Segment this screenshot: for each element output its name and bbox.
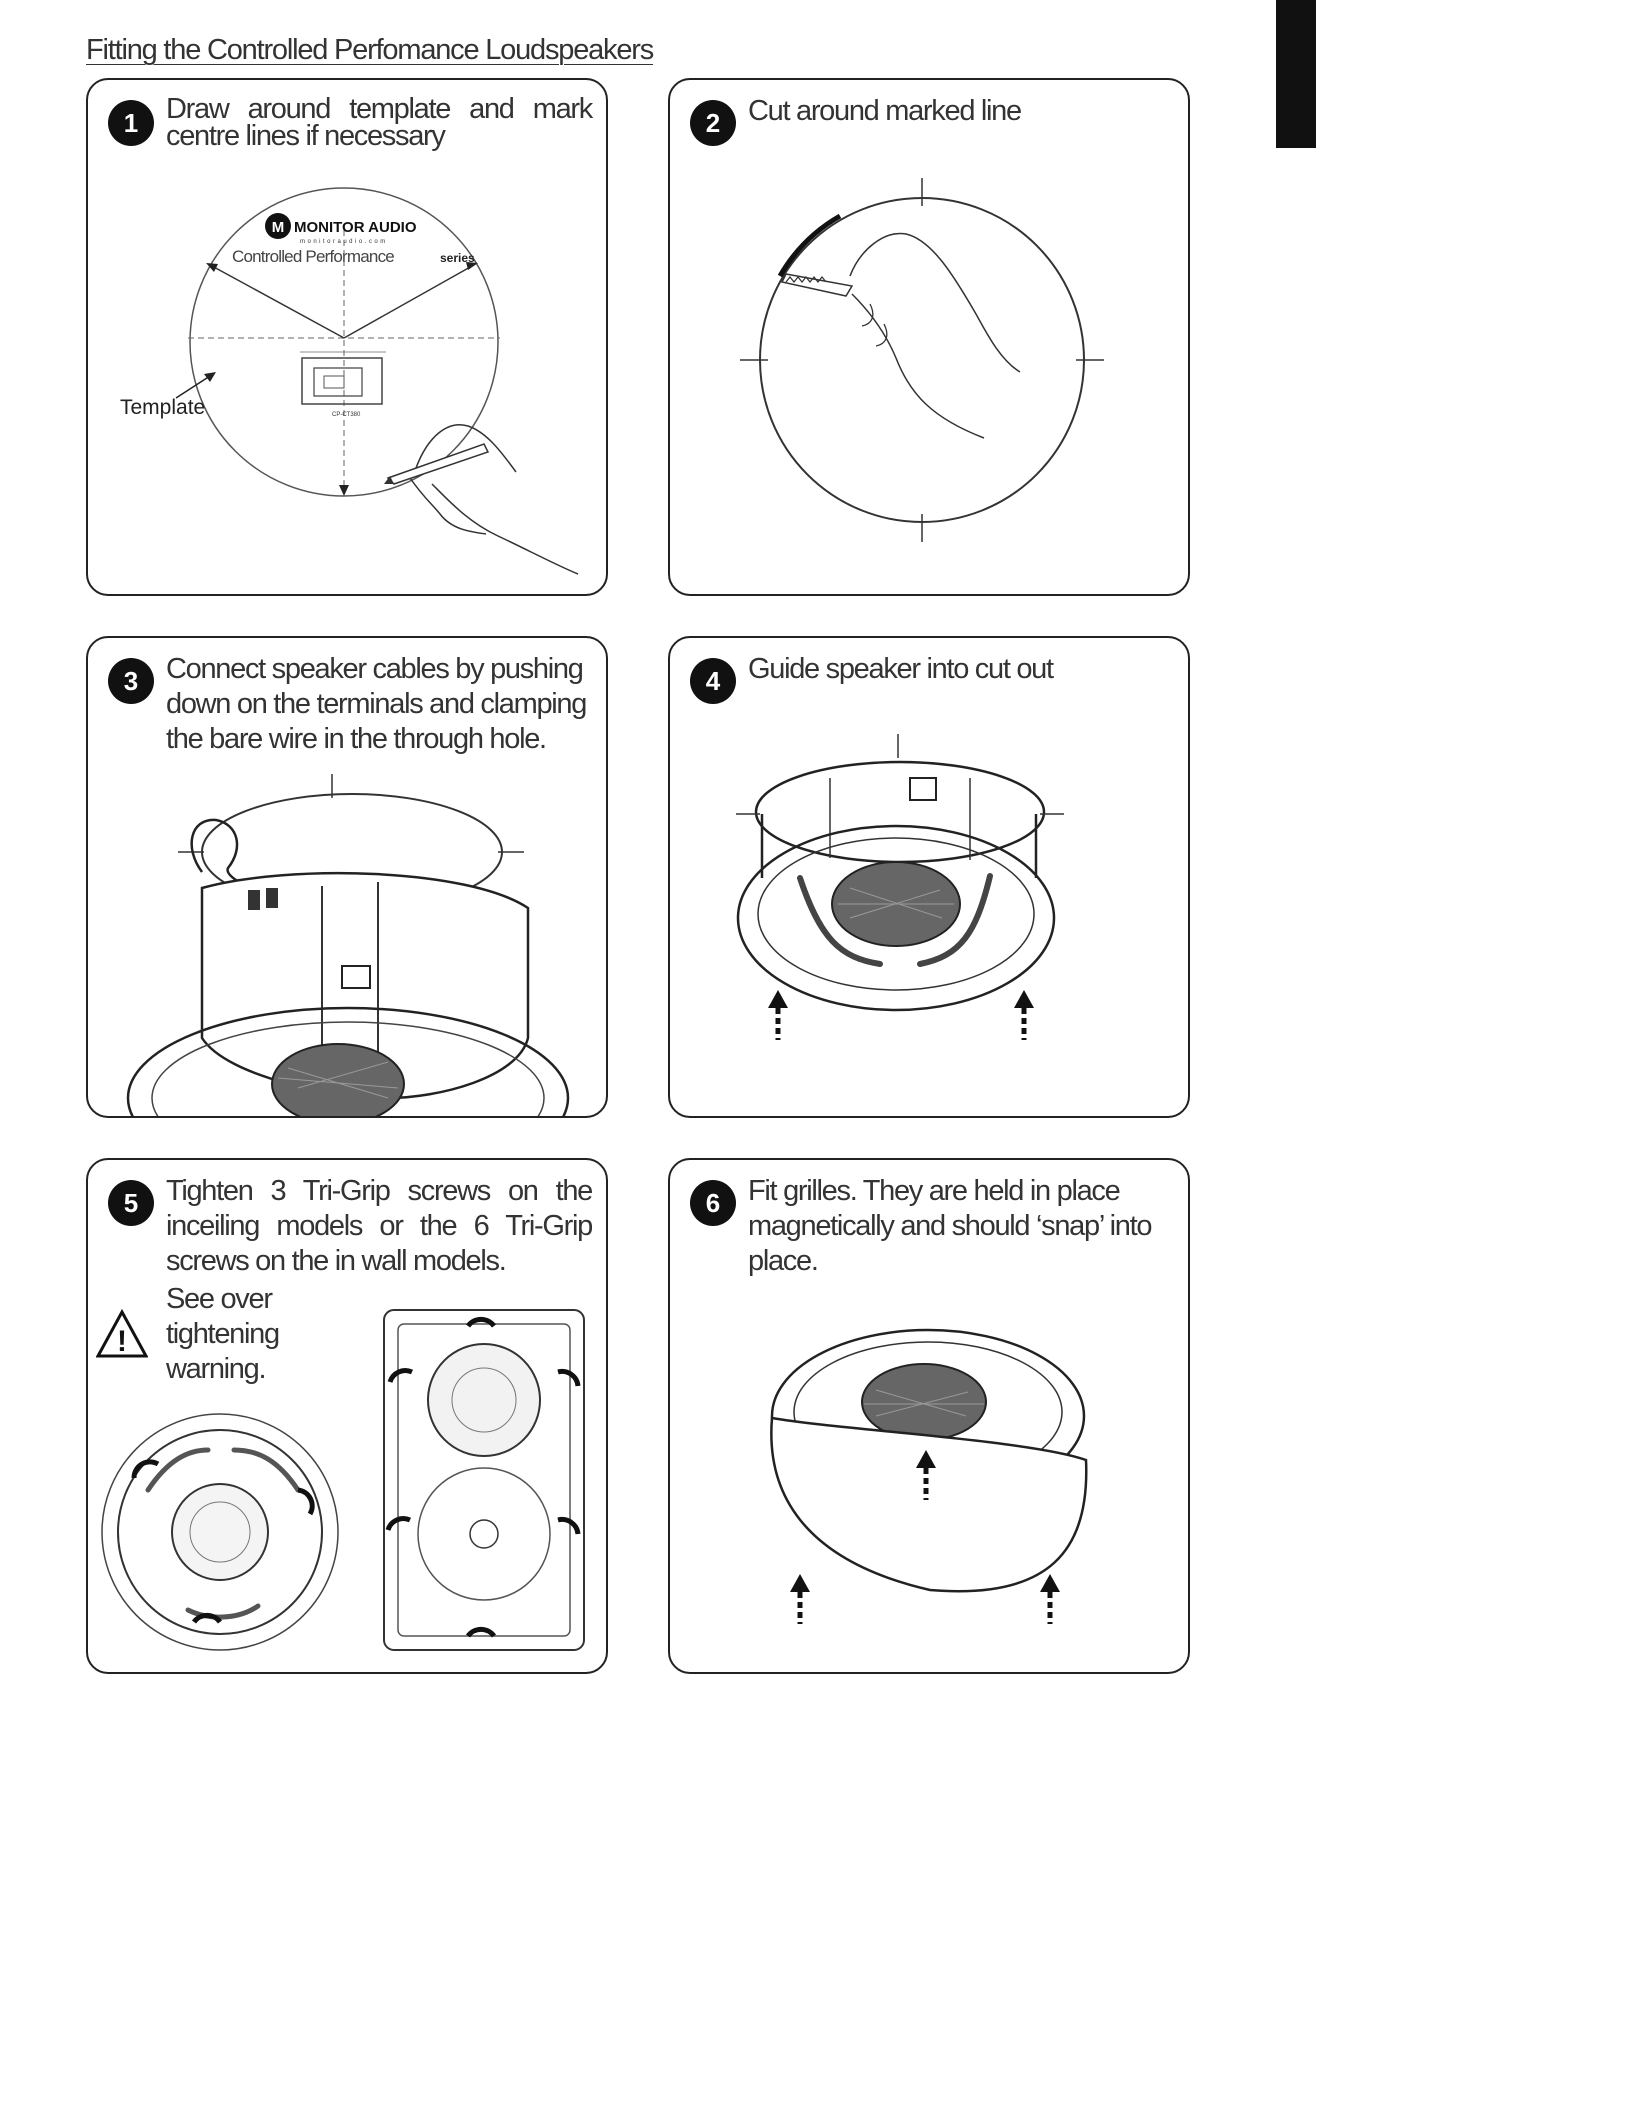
template-brand-url: monitoraudio.com: [300, 239, 388, 245]
step-6-panel: 6 Fit grilles. They are held in place ma…: [668, 1158, 1190, 1674]
step-5-panel: 5 Tighten 3 Tri-Grip screws on the incei…: [86, 1158, 608, 1674]
up-arrow-icon-left: [768, 990, 788, 1040]
up-arrow-icon-right: [1040, 1574, 1060, 1624]
template-brand: MONITOR AUDIO: [294, 219, 417, 236]
up-arrow-icon-center: [916, 1450, 936, 1500]
step-3-badge: 3: [108, 658, 154, 704]
svg-text:!: !: [117, 1325, 127, 1358]
step-3-panel: 3 Connect speaker cables by pushing down…: [86, 636, 608, 1118]
tri-grip-drawing: [101, 1309, 585, 1651]
page-title: Fitting the Controlled Perfomance Loudsp…: [86, 34, 654, 66]
warning-text: See over tightening warning.: [166, 1282, 316, 1387]
up-arrow-icon-left: [790, 1574, 810, 1624]
step-1-text-line2: centre lines if necessary: [166, 120, 446, 152]
section-tab: [1276, 0, 1316, 148]
warning-line-2: tightening: [166, 1318, 280, 1350]
step-6-badge: 6: [690, 1180, 736, 1226]
step-1-panel: 1 Draw around template and mark centre l…: [86, 78, 608, 596]
template-series-suffix: series: [440, 251, 475, 265]
step-4-panel: 4 Guide speaker into cut out: [668, 636, 1190, 1118]
cut-drawing: [740, 178, 1104, 542]
step-1-text: Draw around template and mark centre lin…: [166, 93, 593, 152]
step-2-badge: 2: [690, 100, 736, 146]
svg-text:M: M: [272, 219, 285, 236]
step-6-text: Fit grilles. They are held in place magn…: [748, 1175, 1153, 1277]
fit-grille-drawing: [770, 1328, 1088, 1624]
template-series: Controlled Performance: [232, 247, 394, 266]
step-5-text: Tighten 3 Tri-Grip screws on the inceili…: [166, 1175, 593, 1277]
warning-line-1: See over: [166, 1283, 273, 1315]
step-2-text: Cut around marked line: [748, 95, 1022, 127]
step-5-badge: 5: [108, 1180, 154, 1226]
template-model: CP-CT380: [332, 412, 361, 418]
step-1-text-line1: Draw around template and mark: [166, 93, 593, 125]
step-2-panel: 2 Cut around marked line: [668, 78, 1190, 596]
step-4-text: Guide speaker into cut out: [748, 653, 1054, 685]
warning-line-3: warning.: [166, 1353, 267, 1385]
cable-connect-drawing: [126, 774, 570, 1116]
warning-icon: !: [95, 1308, 149, 1360]
guide-speaker-drawing: [736, 734, 1064, 1040]
step-1-badge: 1: [108, 100, 154, 146]
step-4-badge: 4: [690, 658, 736, 704]
template-label: Template: [120, 396, 205, 419]
step-3-text: Connect speaker cables by pushing down o…: [166, 653, 587, 755]
template-drawing: M MONITOR AUDIO monitoraudio.com Control…: [120, 187, 579, 575]
up-arrow-icon-right: [1014, 990, 1034, 1040]
